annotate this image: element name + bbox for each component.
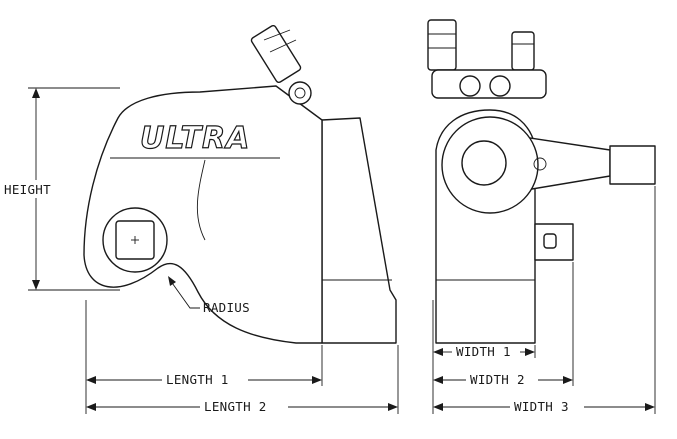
reaction-arm-end <box>609 145 656 185</box>
height-arrow-bottom <box>32 280 40 290</box>
swivel-joint-inner <box>294 87 306 99</box>
radius-label: RADIUS <box>203 300 250 315</box>
fitting-ring-2 <box>269 39 297 53</box>
side-view: ULTRA <box>83 24 397 344</box>
manifold-port-left <box>459 75 481 97</box>
manifold-port-right <box>489 75 511 97</box>
length-2-label: LENGTH 2 <box>204 399 267 414</box>
radius-leader <box>169 279 200 309</box>
width-3-label: WIDTH 3 <box>514 399 569 414</box>
arm-pin-hole <box>533 157 547 171</box>
body-inner-contour <box>196 159 206 241</box>
length-1-arrow-left <box>86 376 96 384</box>
width-1-label: WIDTH 1 <box>456 344 511 359</box>
fitting-right <box>511 31 535 71</box>
width-3-arrow-left <box>433 403 443 411</box>
height-arrow-top <box>32 88 40 98</box>
width-3-arrow-right <box>645 403 655 411</box>
dimensions: HEIGHT RADIUS LENGTH 1 LENGTH 2 WIDTH 1 <box>4 87 656 414</box>
length-2-arrow-left <box>86 403 96 411</box>
twin-fittings <box>427 19 547 99</box>
length-1-label: LENGTH 1 <box>166 372 229 387</box>
swivel-fitting <box>250 24 312 105</box>
length-2-arrow-right <box>388 403 398 411</box>
length-1-arrow-right <box>312 376 322 384</box>
width-2-arrow-right <box>563 376 573 384</box>
swivel-joint <box>288 81 312 105</box>
fitting-ring-1 <box>263 29 291 41</box>
width-2-label: WIDTH 2 <box>470 372 525 387</box>
drive-shaft-pin <box>543 233 557 249</box>
arm-hub-bore <box>461 140 507 186</box>
height-label: HEIGHT <box>4 182 51 197</box>
fitting-manifold <box>431 69 547 99</box>
ultra-logo-text: ULTRA <box>140 121 250 156</box>
radius-arrow <box>168 276 176 286</box>
fitting-left <box>427 19 457 71</box>
cylinder-block <box>321 117 397 344</box>
front-view <box>427 19 656 344</box>
fitting-coupler <box>250 24 302 84</box>
wrench-body <box>83 85 323 344</box>
width-1-arrow-right <box>525 348 535 356</box>
width-2-arrow-left <box>433 376 443 384</box>
width-1-arrow-left <box>433 348 443 356</box>
